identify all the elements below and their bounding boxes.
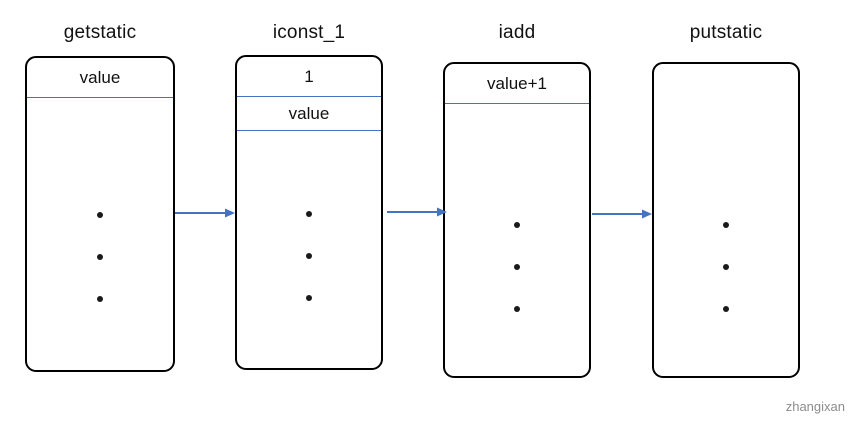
column-title-putstatic: putstatic bbox=[689, 22, 763, 43]
stack-box-getstatic: value bbox=[25, 56, 175, 372]
arrow-right-icon bbox=[387, 207, 447, 217]
dot-icon bbox=[514, 222, 520, 228]
dot-icon bbox=[514, 306, 520, 312]
stack-box-iadd: value+1 bbox=[443, 62, 591, 378]
watermark-text: zhangixan bbox=[785, 399, 845, 414]
dot-icon bbox=[514, 264, 520, 270]
dot-icon bbox=[723, 222, 729, 228]
dot-icon bbox=[306, 253, 312, 259]
dot-icon bbox=[97, 254, 103, 260]
stack-box-putstatic bbox=[652, 62, 800, 378]
dot-icon bbox=[97, 212, 103, 218]
arrow-right-icon bbox=[592, 209, 652, 219]
dot-icon bbox=[306, 295, 312, 301]
dot-icon bbox=[306, 211, 312, 217]
stack-slot: value bbox=[27, 58, 173, 98]
stack-slot: value bbox=[237, 97, 381, 131]
dot-icon bbox=[97, 296, 103, 302]
column-title-iconst_1: iconst_1 bbox=[272, 22, 346, 43]
arrow-right-icon bbox=[175, 208, 235, 218]
stack-box-iconst_1: 1 value bbox=[235, 55, 383, 370]
column-title-getstatic: getstatic bbox=[63, 22, 137, 43]
ellipsis-dots bbox=[97, 212, 103, 302]
column-title-iadd: iadd bbox=[498, 22, 536, 43]
ellipsis-dots bbox=[306, 211, 312, 301]
dot-icon bbox=[723, 306, 729, 312]
ellipsis-dots bbox=[514, 222, 520, 312]
dot-icon bbox=[723, 264, 729, 270]
stack-slot: value+1 bbox=[445, 64, 589, 104]
ellipsis-dots bbox=[723, 222, 729, 312]
stack-slot: 1 bbox=[237, 57, 381, 97]
